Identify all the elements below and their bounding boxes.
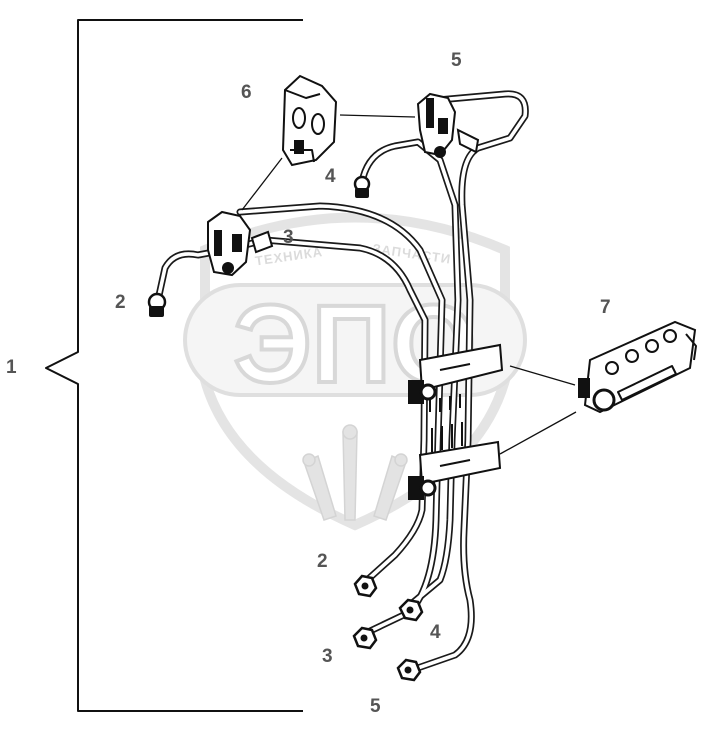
assembly-brace: [45, 19, 303, 712]
callout-5-top: 5: [451, 50, 462, 71]
callout-3-top: 3: [283, 227, 294, 248]
callout-4-bottom: 4: [430, 622, 441, 643]
nut-left-2: [147, 292, 167, 317]
callout-3-bottom: 3: [322, 646, 333, 667]
callout-1-assembly: 1: [6, 357, 17, 378]
callout-5-bottom: 5: [370, 696, 381, 717]
clamp-top-right: [416, 92, 480, 158]
callout-6-clamp: 6: [241, 82, 252, 103]
nut-bottom-3: [352, 626, 378, 650]
nut-bottom-4: [398, 598, 424, 622]
leader-lines: [241, 114, 577, 455]
bracket-7-detail: [578, 320, 697, 414]
callout-2-bottom: 2: [317, 551, 328, 572]
watermark-wheat-icon: [302, 424, 408, 521]
nut-bottom-5: [396, 658, 422, 682]
callout-4-top: 4: [325, 166, 336, 187]
nut-top-4: [353, 175, 371, 198]
clamp-middle-lower: [408, 422, 502, 500]
clamp-6-detail: [281, 74, 338, 167]
clamp-top-left: [207, 210, 274, 277]
callout-7-bracket: 7: [600, 297, 611, 318]
pipes-inner: [156, 92, 528, 672]
clamp-middle-upper: [408, 343, 504, 412]
nut-bottom-2: [353, 574, 378, 598]
callout-2-top: 2: [115, 292, 126, 313]
